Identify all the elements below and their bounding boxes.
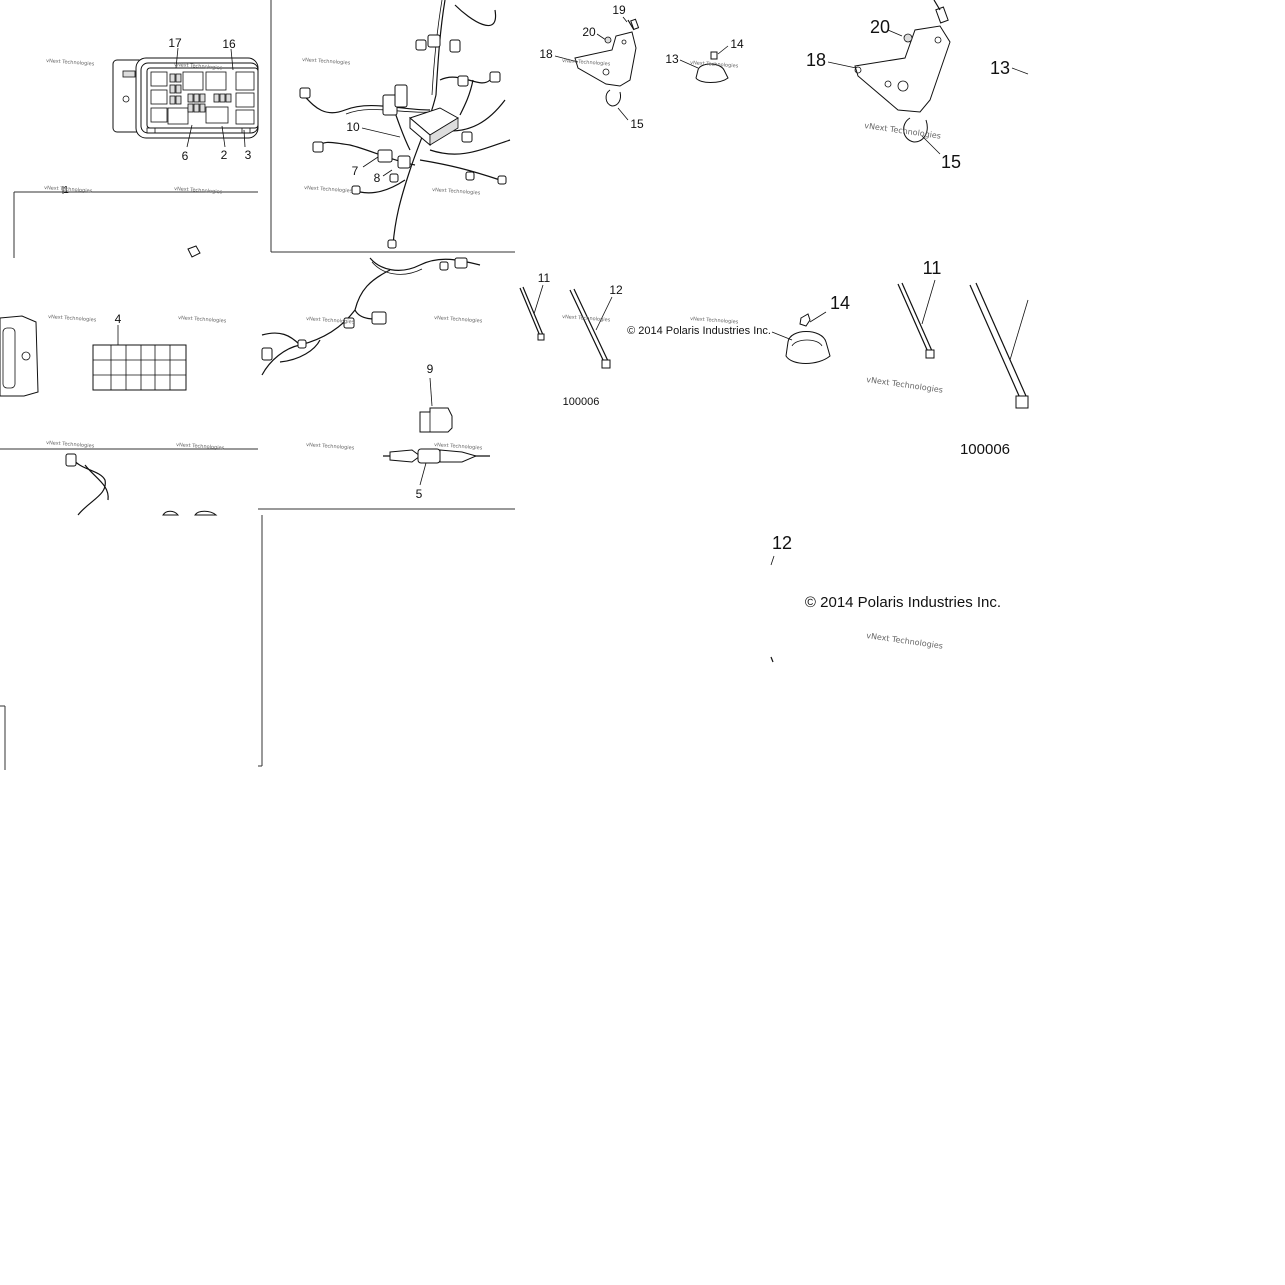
small-connector [187, 245, 201, 258]
callout-11-large: 11 [923, 258, 942, 278]
watermark: vNext Technologies [434, 315, 483, 324]
callout-7: 7 [352, 164, 359, 178]
callout-14-large: 14 [830, 293, 850, 313]
watermark: vNext Technologies [48, 314, 97, 323]
watermark: vNext Technologies [306, 316, 355, 325]
inline-fuse-harness [383, 448, 490, 486]
callout-14-small: 14 [730, 37, 744, 51]
watermark: vNext Technologies [864, 121, 942, 141]
watermark: vNext Technologies [46, 440, 95, 449]
callout-17: 17 [168, 36, 182, 50]
callout-11-small: 11 [538, 271, 551, 285]
callout-10: 10 [346, 120, 360, 134]
callout-16: 16 [222, 37, 236, 51]
fuse-box-relays [150, 71, 255, 125]
watermark: vNext Technologies [176, 442, 225, 451]
bracket-small [554, 16, 640, 121]
callout-3: 3 [245, 148, 252, 162]
watermark: vNext Technologies [304, 185, 353, 194]
callout-4: 4 [115, 312, 122, 326]
diagram-number-large: 100006 [960, 441, 1010, 458]
callout-8: 8 [374, 171, 381, 185]
callout-2: 2 [221, 148, 228, 162]
fuse-box [112, 47, 259, 148]
main-wiring-harness [299, 0, 511, 249]
callout-12-large: 12 [772, 533, 792, 553]
callout-13-large: 13 [990, 58, 1010, 78]
watermark: vNext Technologies [690, 316, 739, 325]
fuse-box-side-view [0, 315, 39, 397]
callout-15-small: 15 [630, 117, 644, 131]
panel-frames [0, 0, 515, 770]
callout-12-small: 12 [609, 283, 623, 297]
callout-20-large: 20 [870, 17, 890, 37]
watermark: vNext Technologies [562, 58, 611, 67]
callout-18-small: 18 [539, 47, 553, 61]
watermark: vNext Technologies [690, 60, 739, 69]
watermark: vNext Technologies [174, 186, 223, 195]
callout-13-small: 13 [665, 52, 679, 66]
cable-ties-large [897, 279, 1029, 409]
harness-fragment [65, 453, 218, 516]
watermark: vNext Technologies [306, 442, 355, 451]
watermark: vNext Technologies [432, 187, 481, 196]
cable-ties-small [519, 284, 613, 369]
clamp-small [679, 45, 729, 83]
fuse-holder [419, 377, 453, 433]
callout-1: 1 [63, 185, 69, 196]
watermark: vNext Technologies [178, 315, 227, 324]
diagram-number-small: 100006 [563, 396, 600, 408]
watermark: vNext Technologies [46, 58, 95, 67]
watermark: vNext Technologies [562, 314, 611, 323]
callout-15-large: 15 [941, 152, 961, 172]
callout-18-large: 18 [806, 50, 826, 70]
watermark: vNext Technologies [174, 62, 223, 71]
watermark: vNext Technologies [866, 631, 944, 651]
watermark: vNext Technologies [866, 375, 944, 395]
watermark: vNext Technologies [302, 57, 351, 66]
callout-9: 9 [427, 362, 434, 376]
callout-19-small: 19 [612, 3, 626, 17]
secondary-wiring-harness [261, 257, 481, 376]
watermark: vNext Technologies [44, 185, 93, 194]
callout-20-small: 20 [582, 25, 596, 39]
watermark: vNext Technologies [434, 442, 483, 451]
fuse-box-fuses [169, 73, 232, 113]
callout-5: 5 [416, 487, 423, 501]
copyright-large: © 2014 Polaris Industries Inc. [805, 594, 1001, 611]
bracket-large [827, 0, 951, 155]
copyright-small: © 2014 Polaris Industries Inc. [627, 325, 771, 337]
fuse-decal [92, 325, 187, 391]
callout-6: 6 [182, 149, 189, 163]
clamp-large [771, 311, 831, 364]
